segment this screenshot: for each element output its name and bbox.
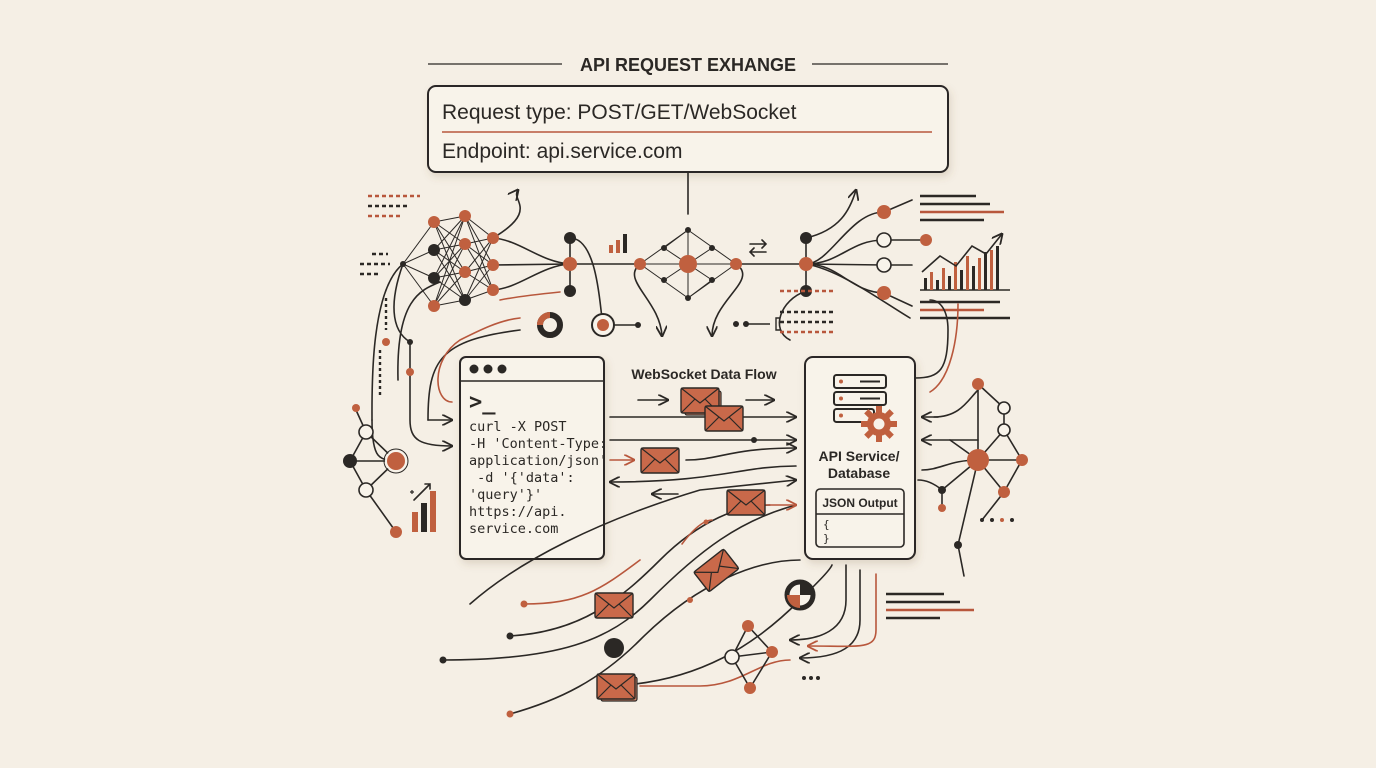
terminal-command-line: service.com bbox=[469, 521, 558, 537]
envelope-icon bbox=[594, 592, 634, 619]
pie-chart-icon bbox=[784, 579, 816, 611]
gear-icon bbox=[861, 406, 897, 442]
mini-bar-chart-icon bbox=[410, 483, 436, 532]
envelope-icon bbox=[704, 405, 744, 432]
diagram-title-group: API REQUEST EXHANGE bbox=[428, 55, 948, 75]
central-flow-arrows bbox=[610, 400, 796, 494]
envelope-icon bbox=[693, 548, 740, 593]
donut-chart-icon bbox=[537, 312, 563, 338]
upper-network-nodes bbox=[400, 205, 932, 338]
left-network-graph bbox=[343, 281, 561, 538]
json-output-brace-close: } bbox=[823, 532, 830, 545]
decorative-log-lines bbox=[360, 194, 1010, 620]
api-service-panel: API Service/ Database JSON Output { } bbox=[804, 356, 916, 560]
right-network-graph bbox=[914, 299, 1028, 577]
diagram-title: API REQUEST EXHANGE bbox=[580, 55, 796, 75]
terminal-command-line: curl -X POST bbox=[469, 419, 567, 435]
websocket-flow-label: WebSocket Data Flow bbox=[631, 366, 776, 382]
terminal-dots-icon bbox=[469, 364, 507, 374]
envelope-icon bbox=[596, 673, 638, 702]
bar-chart-icon bbox=[609, 234, 627, 253]
endpoint-text: Endpoint: api.service.com bbox=[442, 140, 682, 163]
trend-bar-chart-icon bbox=[920, 234, 1010, 291]
envelope-icon bbox=[726, 489, 766, 516]
terminal-prompt: >_ bbox=[469, 390, 496, 415]
terminal-command-line: application/json' bbox=[469, 453, 607, 469]
terminal-command-line: https://api. bbox=[469, 504, 567, 520]
request-type-text: Request type: POST/GET/WebSocket bbox=[442, 101, 797, 124]
json-output-brace-open: { bbox=[823, 518, 830, 531]
terminal-command-line: -H 'Content-Type: bbox=[469, 436, 607, 452]
json-output-title: JSON Output bbox=[822, 496, 897, 510]
terminal-command-line: 'query'}' bbox=[469, 487, 542, 503]
bottom-right-network bbox=[724, 564, 877, 694]
terminal-command-lines: curl -X POST-H 'Content-Type:application… bbox=[469, 419, 607, 537]
envelope-icon bbox=[640, 447, 680, 474]
swap-arrows-icon bbox=[748, 239, 768, 257]
message-envelopes bbox=[594, 387, 766, 702]
json-output-box bbox=[815, 488, 905, 548]
service-label-line2: Database bbox=[828, 465, 890, 481]
request-info-box: Request type: POST/GET/WebSocket Endpoin… bbox=[427, 85, 949, 215]
service-label-line1: API Service/ bbox=[819, 448, 900, 464]
terminal-command-line: -d '{'data': bbox=[469, 470, 575, 486]
terminal-window: >_ curl -X POST-H 'Content-Type:applicat… bbox=[459, 356, 607, 560]
